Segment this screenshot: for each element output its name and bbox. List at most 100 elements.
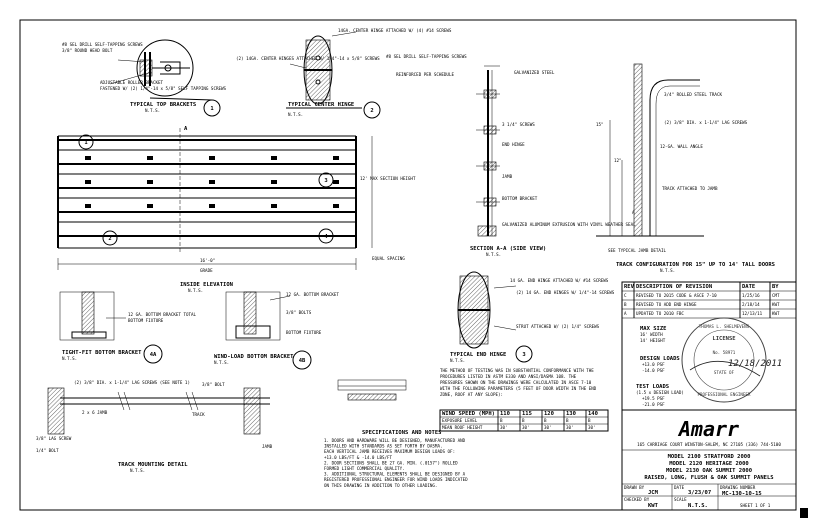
- revision-cell: UPDATED TO 2010 FBC: [636, 311, 684, 316]
- track-mounting-title: TRACK MOUNTING DETAIL: [118, 462, 188, 468]
- svg-text:EQUAL SPACING: EQUAL SPACING: [372, 256, 405, 261]
- svg-text:TRACK: TRACK: [192, 412, 205, 417]
- revision-cell: CMT: [772, 293, 780, 298]
- wind-table-cell: 30': [588, 425, 596, 430]
- spec-note-line: EACH VERTICAL JAMB RECEIVES MAXIMUM DESI…: [324, 449, 455, 454]
- svg-text:N.T.S.: N.T.S.: [660, 268, 675, 273]
- method-text-line: WITH THE FOLLOWING PARAMETERS (5 FEET OF…: [440, 386, 597, 391]
- svg-text:JAMB: JAMB: [502, 174, 513, 179]
- svg-text:TRACK ATTACHED TO JAMB: TRACK ATTACHED TO JAMB: [662, 186, 718, 191]
- specifications: SPECIFICATIONS AND NOTES 1. DOORS AND HA…: [324, 430, 468, 488]
- wind-table-cell: 30': [500, 425, 508, 430]
- svg-text:1/4" BOLT: 1/4" BOLT: [36, 448, 59, 453]
- wind-table-cell: B: [544, 418, 547, 423]
- svg-text:N.T.S.: N.T.S.: [145, 108, 160, 113]
- top-brackets-callout-1: #8 SEL DRILL SELF-TAPPING SCREWS: [62, 42, 143, 47]
- end-hinge-title: TYPICAL END HINGE: [450, 352, 506, 358]
- svg-text:+19.5 PSF: +19.5 PSF: [642, 396, 665, 401]
- svg-text:REINFORCED PER SCHEDULE: REINFORCED PER SCHEDULE: [396, 72, 454, 77]
- svg-text:MODEL 2130 OAK SUMMIT 2000: MODEL 2130 OAK SUMMIT 2000: [666, 468, 752, 474]
- method-text-line: PROCEDURES LISTED IN ASTM E330 AND ANSI/…: [440, 374, 577, 379]
- top-brackets-title: TYPICAL TOP BRACKETS: [130, 102, 196, 108]
- svg-text:GRADE: GRADE: [200, 268, 213, 273]
- svg-text:14' HEIGHT: 14' HEIGHT: [640, 338, 666, 343]
- track-mounting-detail: (2) 3/8" DIA. x 1-1/4" LAG SCREWS (SEE N…: [36, 380, 273, 473]
- center-hinge-title: TYPICAL CENTER HINGE: [288, 102, 354, 108]
- elevation-marker-1: [78, 134, 94, 150]
- svg-text:A: A: [184, 126, 188, 132]
- svg-text:SEE TYPICAL JAMB DETAIL: SEE TYPICAL JAMB DETAIL: [608, 248, 666, 253]
- svg-text:(1.5 x DESIGN LOAD): (1.5 x DESIGN LOAD): [636, 390, 684, 395]
- svg-text:-21.0 PSF: -21.0 PSF: [642, 402, 665, 407]
- track-configuration: 15" 12" A 3/4" ROLLED STEEL TRACK (2) 3/…: [596, 63, 775, 273]
- wind-table-cell: B: [566, 418, 569, 423]
- revision-cell: REVISED TO ADD END HINGE: [636, 302, 697, 307]
- test-method: THE METHOD OF TESTING WAS IN SUBSTANTIAL…: [439, 368, 609, 432]
- svg-text:STRUT ATTACHED W/ (2) 1/4" SCR: STRUT ATTACHED W/ (2) 1/4" SCREWS: [516, 324, 600, 329]
- sheet-border: [19, 19, 797, 511]
- svg-text:1: 1: [210, 106, 214, 112]
- svg-text:12": 12": [614, 158, 622, 163]
- spec-note-line: INSTALLED WITH STANDARDS AS SET FORTH BY…: [324, 444, 443, 449]
- svg-text:3/4" ROLLED STEEL TRACK: 3/4" ROLLED STEEL TRACK: [664, 92, 722, 97]
- svg-text:3/8" LAG SCREW: 3/8" LAG SCREW: [36, 436, 72, 441]
- detail-marker-4a: [143, 344, 163, 364]
- bottom-bracket-4b: 12 GA. BOTTOM BRACKET 3/8" BOLTS BOTTOM …: [214, 291, 339, 370]
- revision-cell: B: [624, 302, 627, 307]
- svg-text:No. 58971: No. 58971: [713, 350, 736, 355]
- svg-text:3: 3: [522, 352, 525, 358]
- wind-table-cell: 110: [500, 411, 510, 417]
- bracket-4a-title: TIGHT-FIT BOTTOM BRACKET: [62, 350, 142, 356]
- center-hinge-detail: 2 TYPICAL CENTER HINGE N.T.S. 14GA. CENT…: [236, 28, 452, 119]
- revision-cell: C: [624, 293, 627, 298]
- bracket-4b-title: WIND-LOAD BOTTOM BRACKET: [214, 354, 294, 360]
- wind-table-cell: WIND SPEED (MPH): [442, 411, 495, 417]
- svg-text:MAX SIZE: MAX SIZE: [640, 326, 667, 332]
- svg-text:N.T.S.: N.T.S.: [486, 252, 501, 257]
- detail-marker-4b: [292, 350, 312, 370]
- elevation-marker-3: [318, 172, 334, 188]
- svg-text:3: 3: [324, 178, 327, 184]
- section-aa: SECTION A-A (SIDE VIEW) N.T.S. #8 SEL DR…: [386, 54, 636, 257]
- svg-text:N.T.S.: N.T.S.: [62, 356, 77, 361]
- svg-text:LICENSE: LICENSE: [712, 336, 735, 342]
- svg-text:3/8" BOLT: 3/8" BOLT: [202, 382, 225, 387]
- svg-text:N.T.S.: N.T.S.: [450, 358, 465, 363]
- svg-text:N.T.S.: N.T.S.: [130, 468, 145, 473]
- spec-note-line: FORMED LIGHT COMMERCIAL QUALITY.: [324, 466, 405, 471]
- design-info: MAX SIZE 16' WIDTH 14' HEIGHT DESIGN LOA…: [636, 326, 684, 407]
- wind-table-cell: B: [522, 418, 525, 423]
- track-configuration-title: TRACK CONFIGURATION FOR 15" UP TO 14' TA…: [616, 262, 775, 268]
- svg-text:12-GA. WALL ANGLE: 12-GA. WALL ANGLE: [660, 144, 703, 149]
- svg-text:N.T.S.: N.T.S.: [188, 288, 203, 293]
- svg-text:SCALE: SCALE: [674, 497, 687, 502]
- svg-text:MODEL 2120 HERITAGE 2000: MODEL 2120 HERITAGE 2000: [669, 461, 748, 467]
- svg-text:GALVANIZED STEEL: GALVANIZED STEEL: [514, 70, 555, 75]
- revision-cell: KWT: [772, 302, 780, 307]
- corner-mark: [800, 508, 808, 518]
- svg-text:16' WIDTH: 16' WIDTH: [640, 332, 663, 337]
- svg-text:12' MAX SECTION HEIGHT: 12' MAX SECTION HEIGHT: [360, 176, 416, 181]
- svg-text:RAISED, LONG, FLUSH & OAK SUMM: RAISED, LONG, FLUSH & OAK SUMMIT PANELS: [644, 475, 773, 481]
- spec-note-line: 2. DOOR SECTIONS SHALL BE 27 GA. MIN. (.…: [324, 460, 458, 465]
- svg-text:BOTTOM FIXTURE: BOTTOM FIXTURE: [128, 318, 164, 323]
- revision-cell: 12/13/11: [742, 311, 763, 316]
- spec-note-line: REGISTERED PROFESSIONAL ENGINEER FOR WIN…: [324, 477, 468, 482]
- svg-text:3 1/4" SCREWS: 3 1/4" SCREWS: [502, 122, 535, 127]
- svg-text:1: 1: [84, 140, 88, 146]
- revision-cell: DESCRIPTION OF REVISION: [636, 284, 712, 290]
- svg-text:JCM: JCM: [648, 490, 659, 496]
- method-text-line: PRESSURES SHOWN ON THE DRAWINGS WERE CAL…: [440, 380, 592, 385]
- svg-text:+13.0 PSF: +13.0 PSF: [642, 362, 665, 367]
- svg-text:12 GA. BOTTOM BRACKET: 12 GA. BOTTOM BRACKET: [286, 292, 339, 297]
- svg-text:4A: 4A: [150, 352, 157, 358]
- svg-text:JAMB: JAMB: [262, 444, 273, 449]
- svg-text:3/8" BOLTS: 3/8" BOLTS: [286, 310, 312, 315]
- wind-table-cell: 30': [566, 425, 574, 430]
- svg-text:2 x 6 JAMB: 2 x 6 JAMB: [82, 410, 108, 415]
- svg-text:4: 4: [324, 234, 328, 240]
- spec-note-line: ON THIS DRAWING IN ADDITION TO OTHER LOA…: [324, 483, 437, 488]
